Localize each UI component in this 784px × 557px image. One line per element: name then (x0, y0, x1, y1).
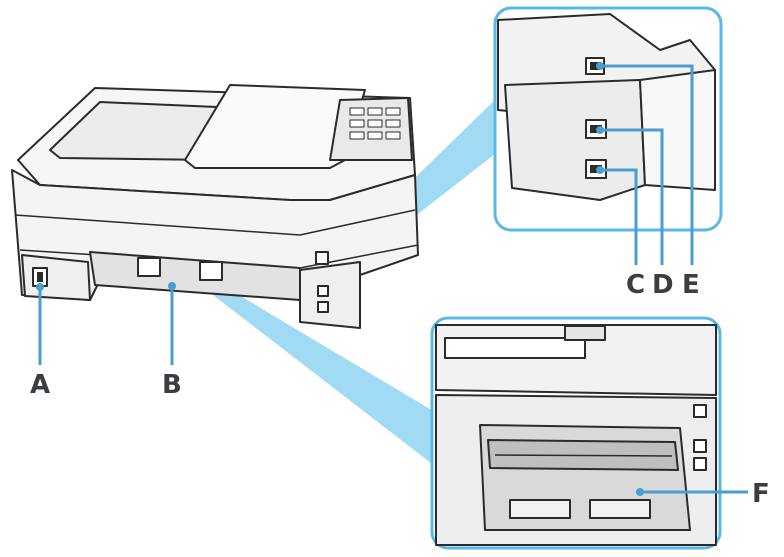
body-seam (14, 209, 416, 236)
port-c-pins (590, 165, 602, 173)
callout-a-label: A (30, 370, 50, 400)
port-d-pins (590, 125, 602, 133)
right-side-port-1 (317, 285, 329, 297)
main-leader-dots (36, 282, 176, 291)
paper-path-inset (430, 316, 748, 550)
leader-e (600, 64, 694, 265)
rear-port-cluster (315, 251, 329, 265)
callout-b-label: B (162, 370, 182, 400)
printer-right-foot (299, 261, 361, 329)
paper-path-side-port-1 (693, 404, 707, 418)
leader-c (600, 168, 638, 265)
callout-e-label: E (682, 270, 700, 300)
paper-path-inset-slot (444, 337, 586, 359)
callout-c-label: C (626, 270, 645, 300)
transport-unit-grip-left (509, 499, 571, 519)
roller-line (494, 454, 673, 457)
paper-path-side-port-2 (693, 439, 707, 453)
printer-main (11, 84, 419, 329)
callout-f-label: F (752, 479, 770, 509)
callout-d-label: D (652, 270, 674, 300)
right-side-port-2 (317, 301, 329, 313)
paper-path-inset-handle (564, 325, 606, 341)
power-connector-pins (37, 272, 43, 282)
ports-inset-port-panel (504, 79, 646, 201)
rear-cover-slot-left (137, 257, 161, 277)
beam-to-paper-path-inset (200, 285, 440, 470)
panel-buttons (349, 107, 401, 140)
port-e-pins (590, 62, 600, 70)
transport-unit-grip-right (589, 499, 651, 519)
rear-cover-slot-right (199, 261, 223, 281)
ports-inset (493, 6, 723, 265)
leader-d (600, 128, 664, 265)
ports-inset-side (639, 69, 716, 191)
operation-panel (329, 97, 413, 161)
main-leader-lines (38, 286, 174, 365)
paper-path-side-port-3 (693, 457, 707, 471)
